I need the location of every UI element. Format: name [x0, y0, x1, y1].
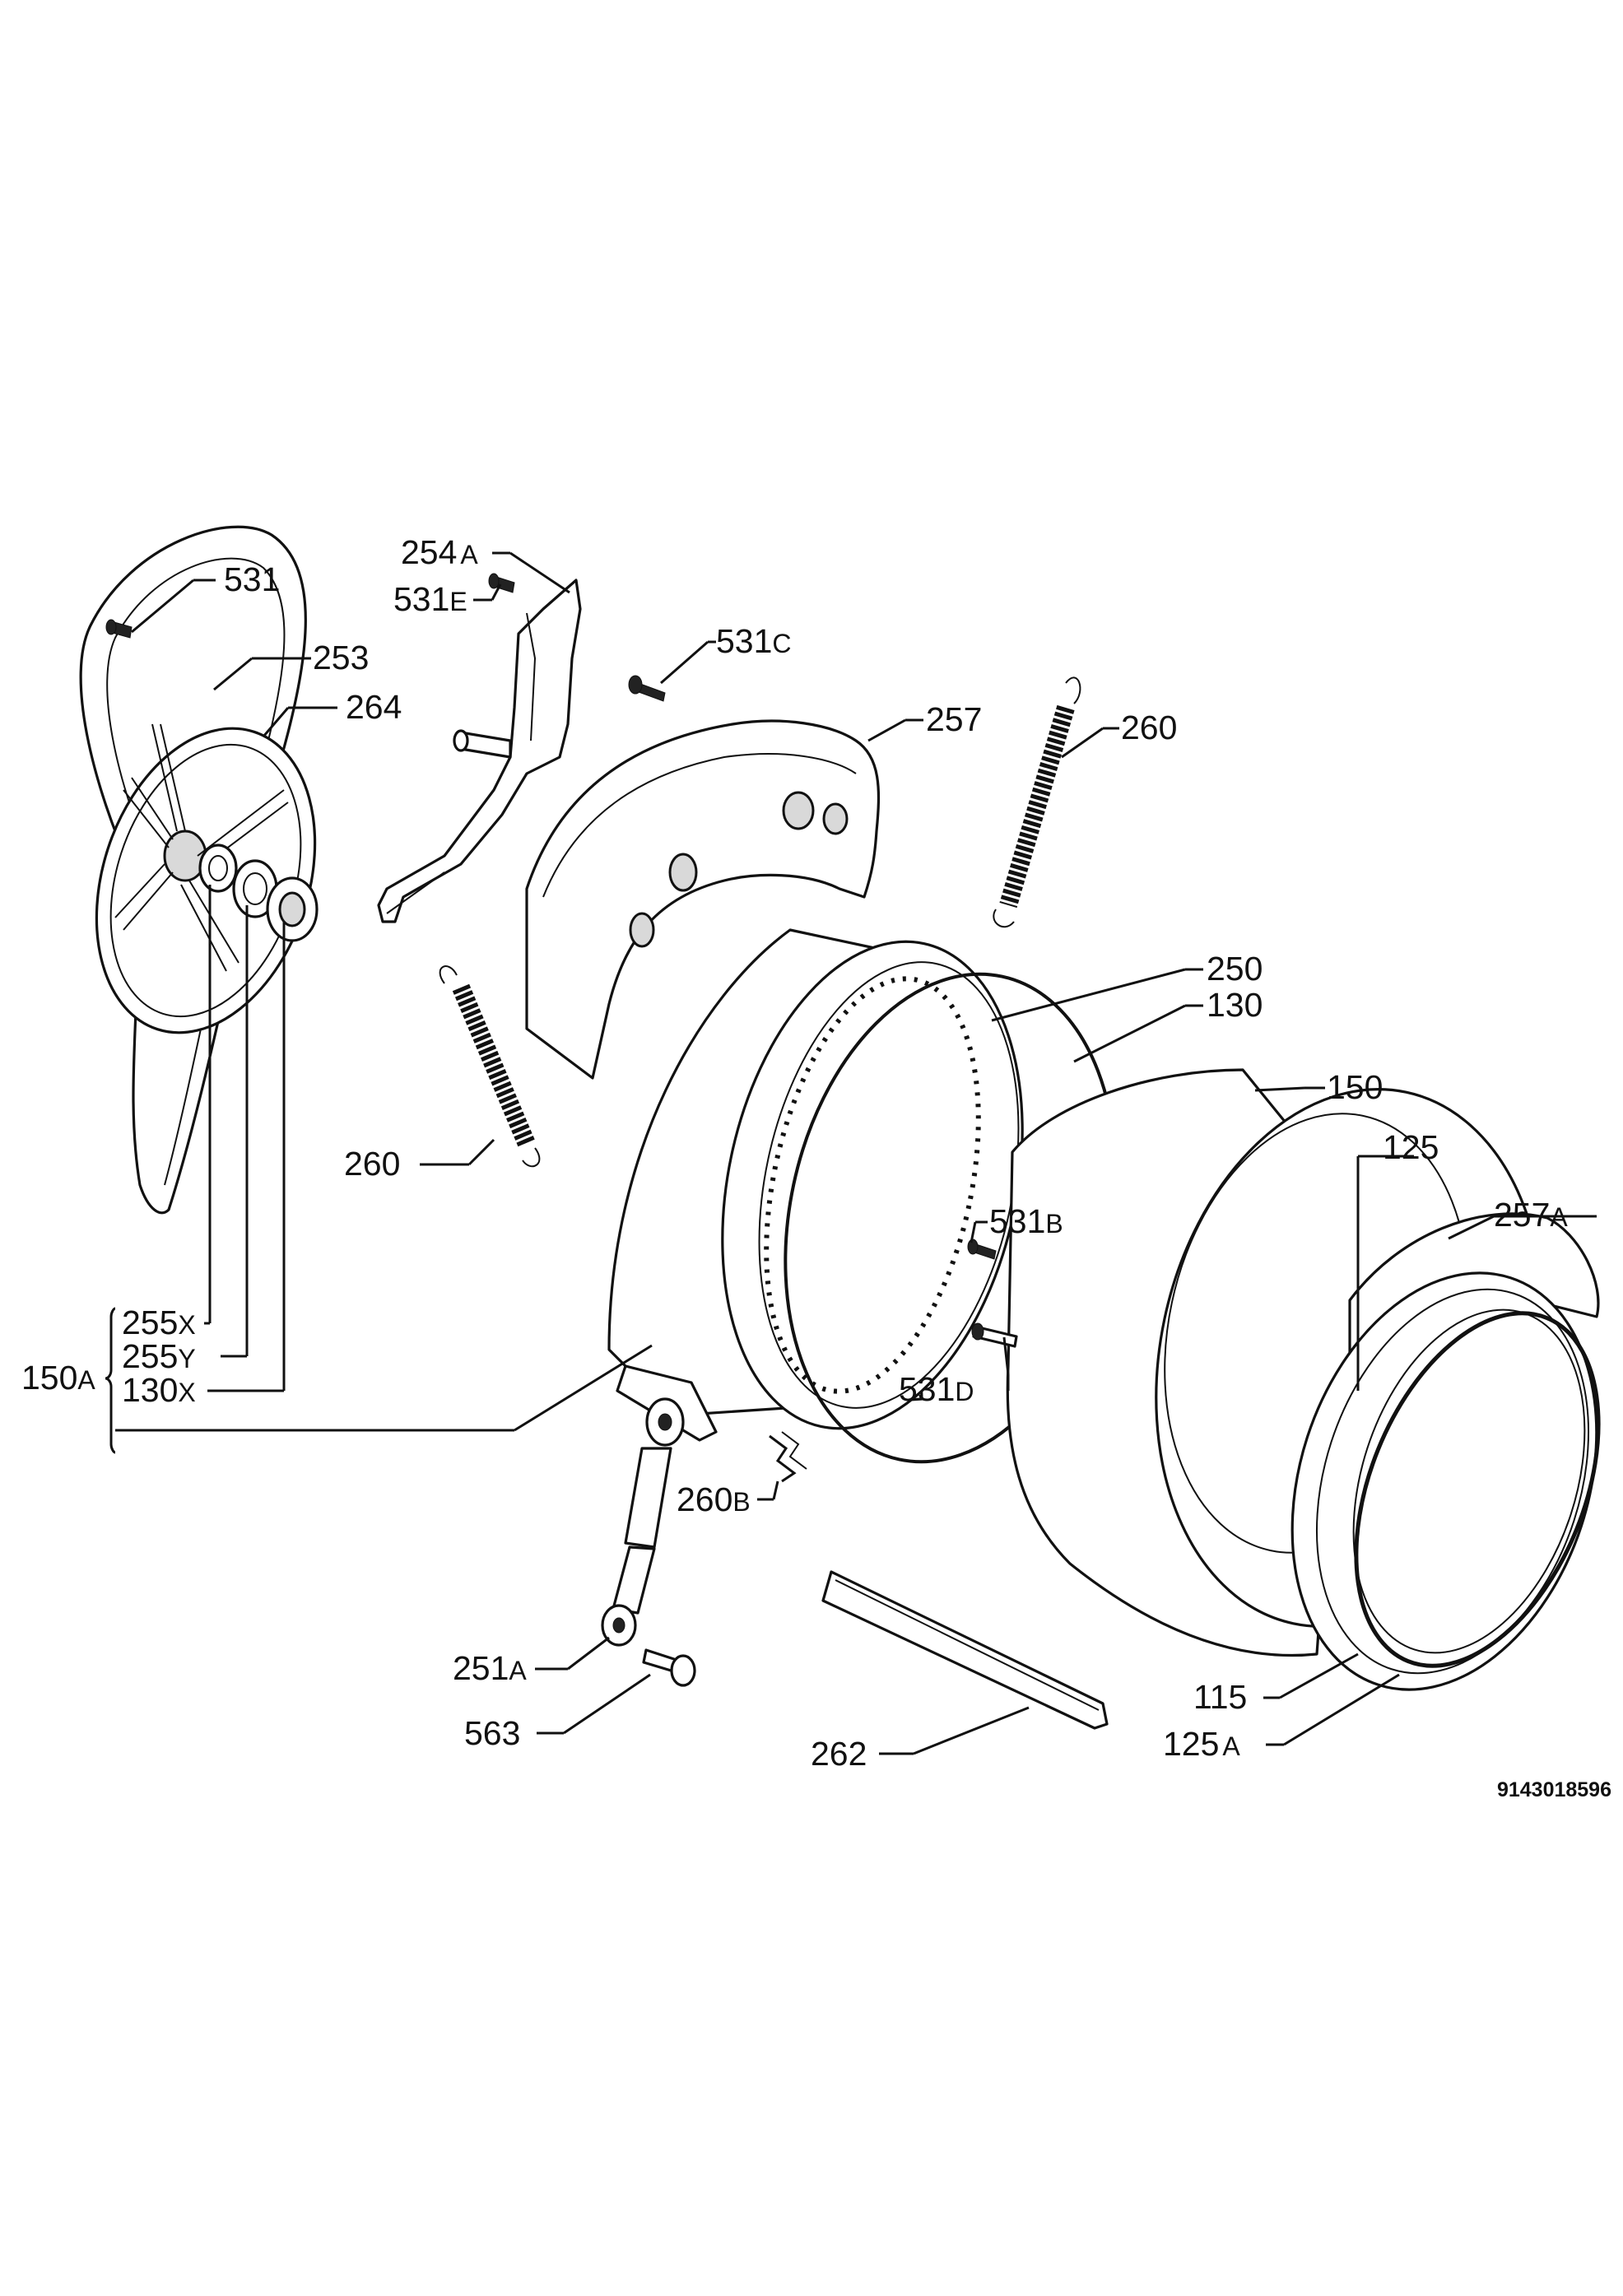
label-531b: 531B [989, 1202, 1063, 1240]
shock-absorber [601, 1397, 685, 1647]
label-260-top: 260 [1121, 709, 1177, 746]
label-255x: 255X [122, 1304, 196, 1341]
label-531c: 531C [716, 622, 792, 660]
label-130x: 130X [122, 1371, 196, 1409]
label-130: 130 [1207, 986, 1263, 1024]
drum-perforated [721, 940, 1024, 1430]
spring-clip [769, 1431, 807, 1483]
label-264: 264 [346, 688, 402, 726]
label-250: 250 [1207, 950, 1263, 988]
label-260-left: 260 [344, 1145, 400, 1183]
label-563: 563 [464, 1714, 520, 1752]
screw-531e [488, 573, 515, 593]
shock-pin [642, 1648, 696, 1687]
label-150a: 150A [21, 1359, 95, 1397]
label-531: 531 [224, 560, 280, 598]
spring-260-right [993, 676, 1081, 928]
label-125: 125 [1383, 1128, 1439, 1166]
label-262: 262 [811, 1735, 867, 1773]
counterweight-257 [525, 719, 881, 1080]
label-257: 257 [926, 700, 982, 738]
tub-mounting-rail [821, 1570, 1109, 1730]
seal-clamp-ring [1354, 1311, 1601, 1668]
label-255y: 255Y [122, 1337, 196, 1375]
label-260b: 260B [677, 1480, 751, 1518]
document-id: 9143018596 [1497, 1778, 1611, 1801]
label-115: 115 [1193, 1678, 1247, 1716]
label-531d: 531D [899, 1370, 974, 1408]
suspension-bracket [377, 579, 582, 923]
screw-531c [628, 675, 666, 702]
label-150: 150 [1327, 1068, 1383, 1106]
label-257a: 257A [1494, 1196, 1568, 1234]
label-253: 253 [313, 639, 369, 676]
leader-lines [105, 551, 1597, 1755]
label-251a: 251A [453, 1649, 527, 1687]
spring-260-left [439, 965, 541, 1168]
bearing-set [198, 844, 319, 942]
screw-531 [105, 619, 133, 639]
screw-531b [967, 1239, 997, 1260]
label-531e: 531E [393, 580, 467, 618]
